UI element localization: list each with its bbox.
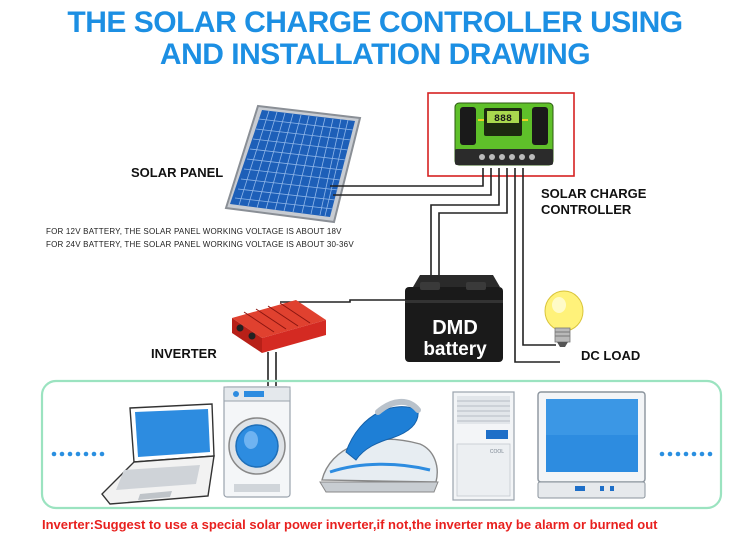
controller-label-line1: SOLAR CHARGE (541, 186, 647, 201)
appliance-frame (40, 379, 723, 510)
footer-warning: Inverter:Suggest to use a special solar … (42, 517, 658, 532)
controller-label-line2: CONTROLLER (541, 202, 632, 217)
laptop-icon (101, 403, 215, 505)
battery (405, 275, 503, 362)
page-title-line1: THE SOLAR CHARGE CONTROLLER USING (67, 6, 683, 39)
iron-icon (319, 399, 439, 493)
washing-machine-icon (223, 386, 291, 498)
dc-load-bulb (544, 290, 584, 347)
air-conditioner-icon (452, 391, 515, 501)
page-title-line2: AND INSTALLATION DRAWING (159, 38, 591, 71)
tv-icon (537, 391, 646, 499)
note-12v: FOR 12V BATTERY, THE SOLAR PANEL WORKING… (46, 227, 342, 236)
inverter (232, 300, 326, 353)
battery-brand: DMD (432, 317, 478, 339)
controller-highlight-box (427, 92, 575, 177)
controller-display-text: 888 (494, 114, 512, 125)
note-24v: FOR 24V BATTERY, THE SOLAR PANEL WORKING… (46, 240, 354, 249)
ac-unit-label: COOL (490, 449, 504, 455)
solar-panel (224, 104, 362, 224)
battery-word: battery (423, 339, 487, 360)
dc-load-label: DC LOAD (581, 348, 641, 363)
solar-panel-label: SOLAR PANEL (131, 165, 224, 180)
inverter-label: INVERTER (151, 346, 217, 361)
solar-charge-controller (454, 102, 554, 166)
left-dots (51, 451, 105, 457)
right-dots (659, 451, 713, 457)
